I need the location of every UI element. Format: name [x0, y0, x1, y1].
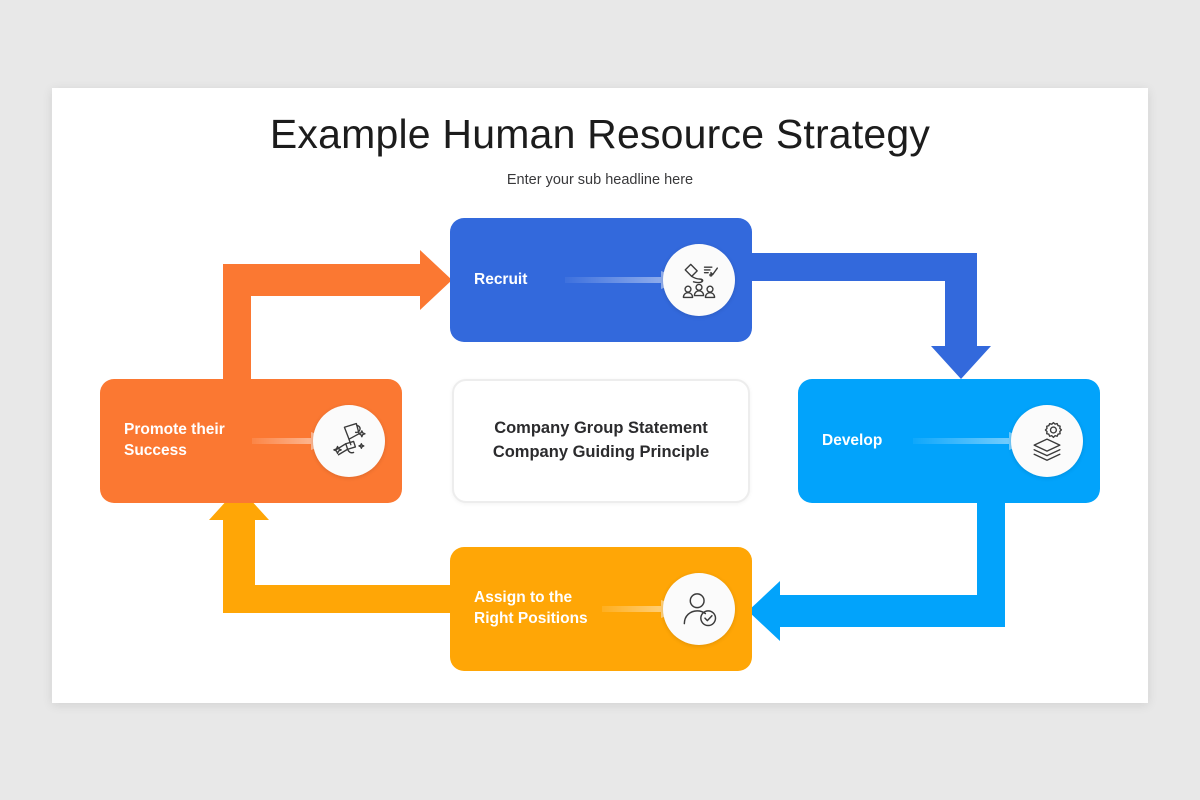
- connector-recruit-to-develop: [752, 253, 991, 379]
- recruit-hand-select-people-icon: [663, 244, 735, 316]
- connector-arrow-layer: [209, 250, 1005, 641]
- connector-promote-to-recruit: [223, 250, 452, 388]
- node-promote[interactable]: Promote their Success: [100, 379, 402, 503]
- trophy-sparkle-icon: [313, 405, 385, 477]
- page-title: Example Human Resource Strategy: [269, 111, 931, 157]
- person-check-icon: [663, 573, 735, 645]
- node-promote-label: Promote their Success: [124, 421, 225, 459]
- connector-assign-to-promote: [209, 487, 450, 613]
- gear-layers-icon: [1011, 405, 1083, 477]
- node-develop-label: Develop: [822, 431, 883, 449]
- center-statement-line-2: Company Guiding Principle: [492, 443, 710, 461]
- slide-canvas: Example Human Resource Strategy Enter yo…: [52, 88, 1148, 703]
- node-assign[interactable]: Assign to the Right Positions: [450, 547, 752, 671]
- node-recruit[interactable]: Recruit: [450, 218, 752, 342]
- node-recruit-label: Recruit: [474, 270, 528, 288]
- node-assign-label: Assign to the Right Positions: [474, 589, 588, 627]
- center-statement-line-1: Company Group Statement: [494, 419, 708, 438]
- inner-arrow-icon: [913, 432, 1035, 450]
- connector-develop-to-assign: [748, 503, 1005, 641]
- page-subtitle: Enter your sub headline here: [506, 172, 694, 188]
- center-statement-box: Company Group Statement Company Guiding …: [452, 379, 750, 503]
- node-develop[interactable]: Develop: [798, 379, 1100, 503]
- inner-arrow-icon: [565, 271, 687, 289]
